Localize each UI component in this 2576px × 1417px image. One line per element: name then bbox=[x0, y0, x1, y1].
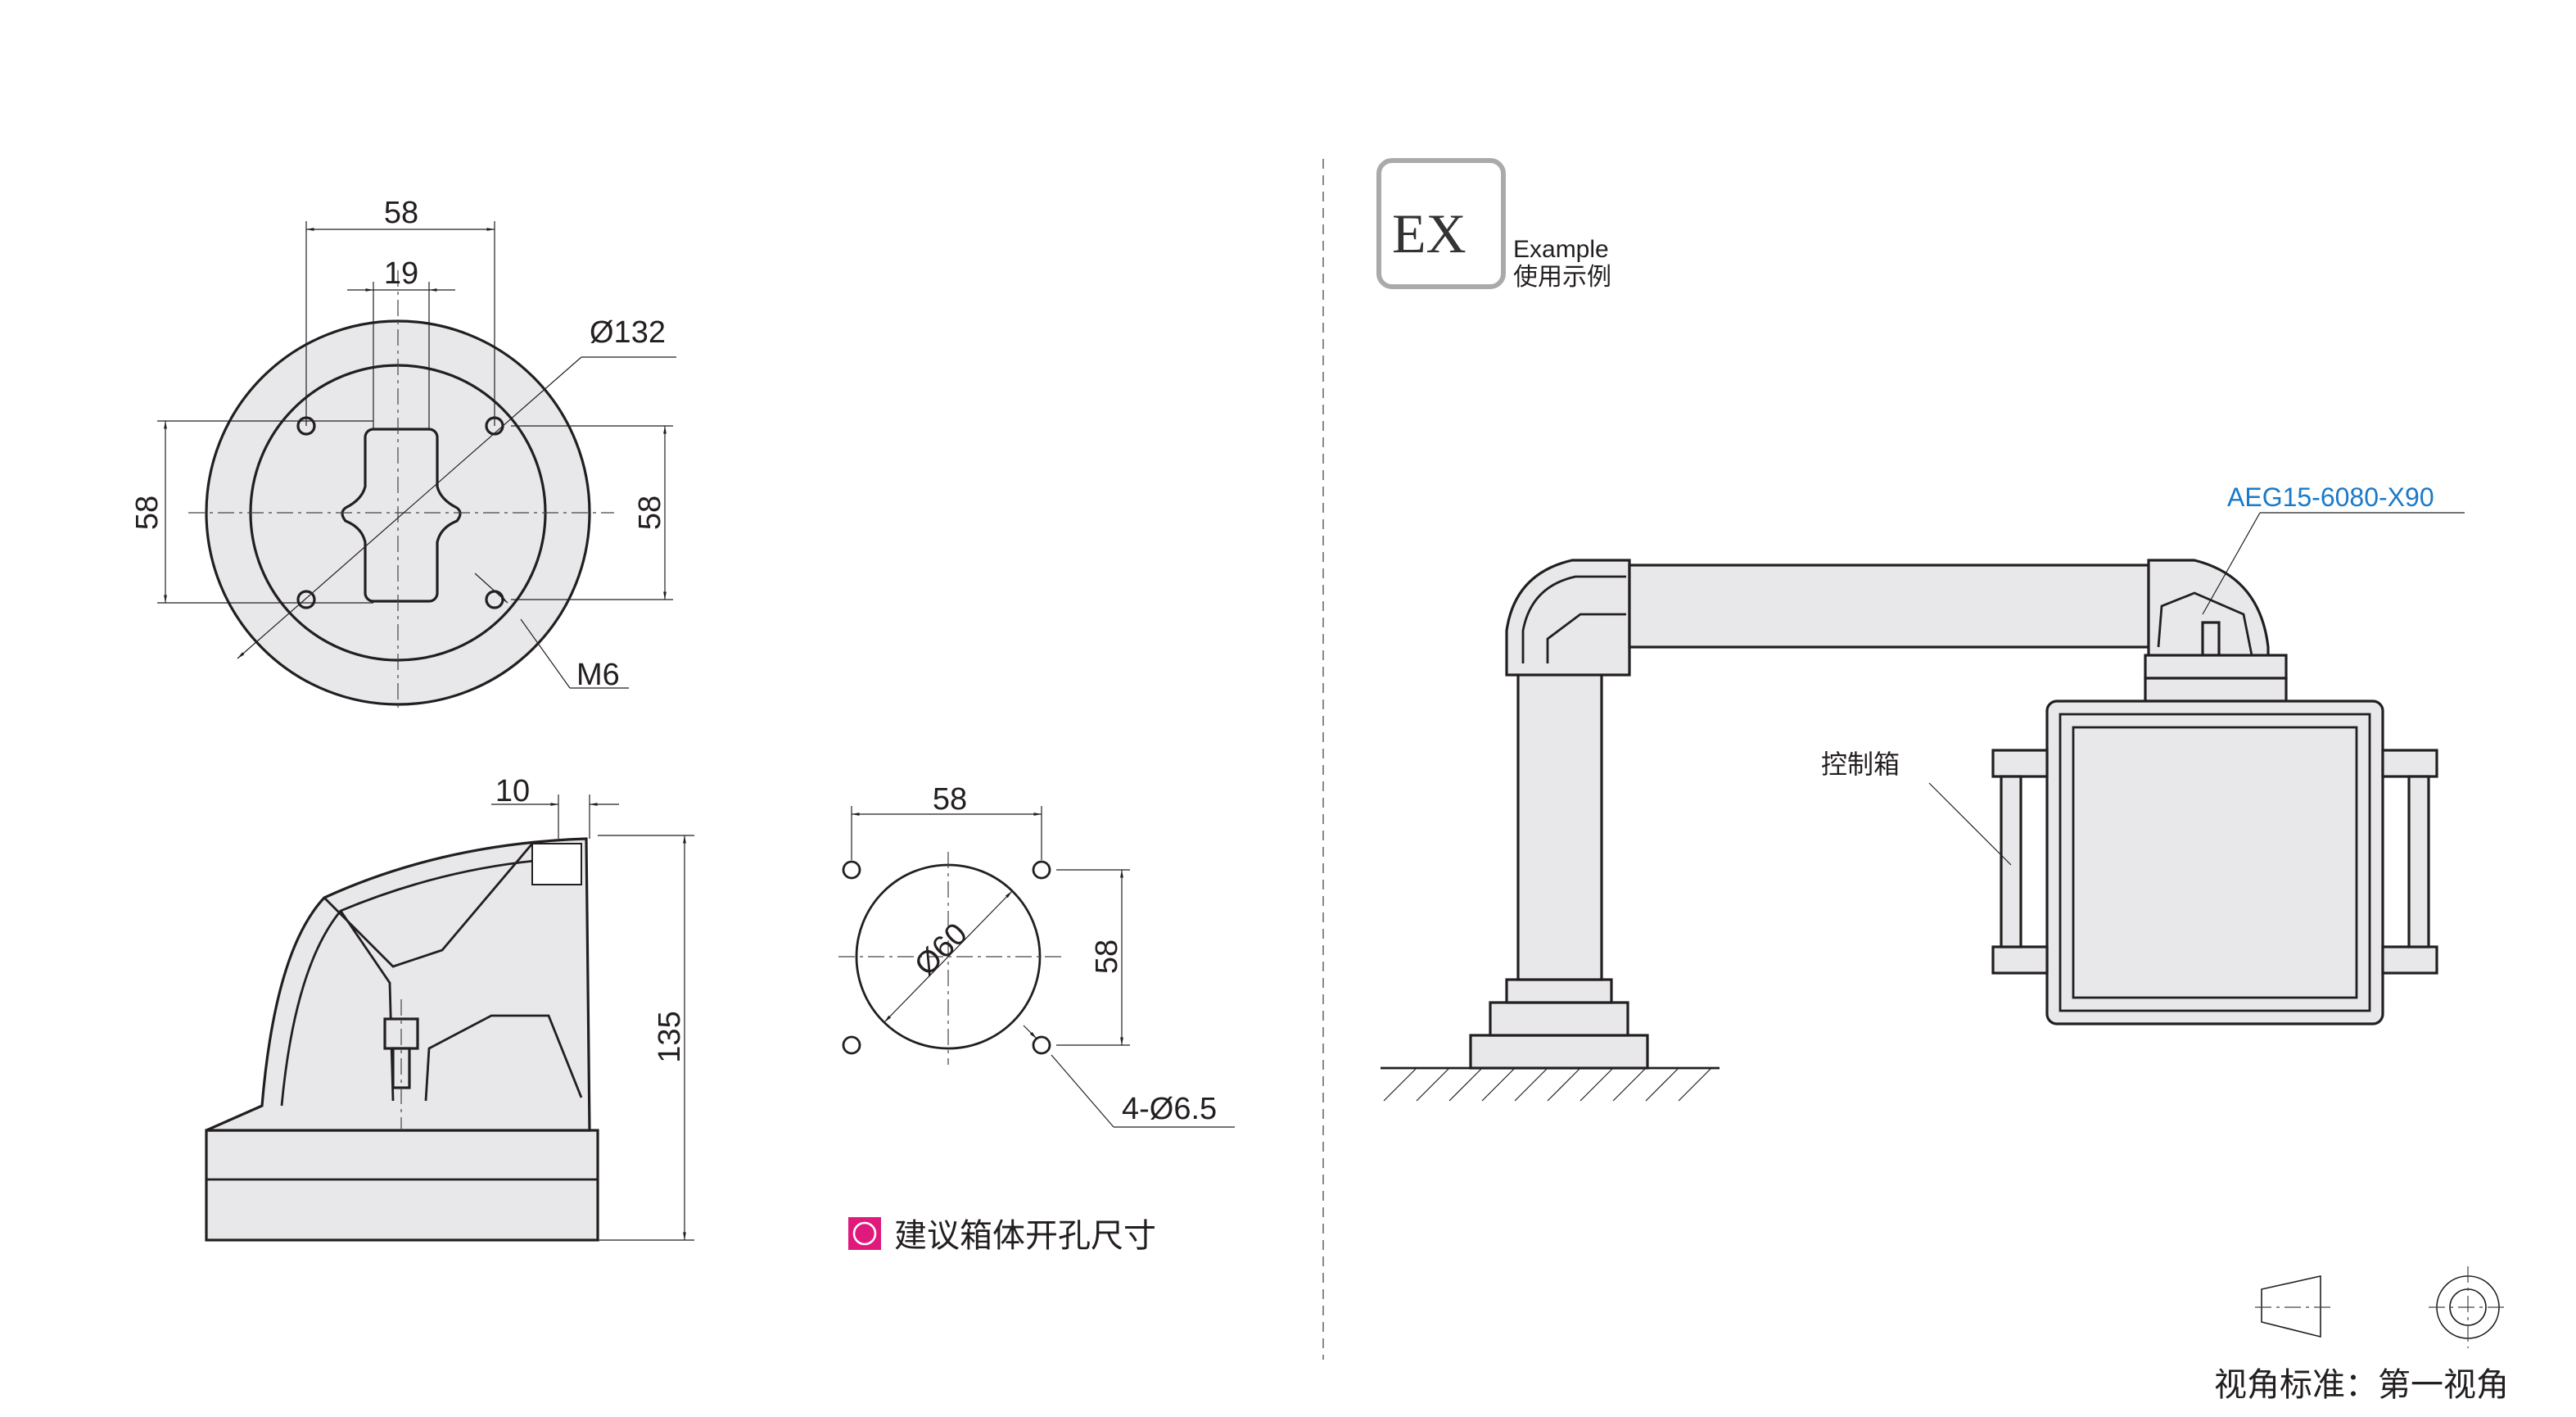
control-box-label: 控制箱 bbox=[1821, 749, 1900, 779]
dim-diameter-60: Ø60 bbox=[908, 917, 974, 982]
legend-text: 建议箱体开孔尺寸 bbox=[894, 1218, 1156, 1254]
projection-label: 视角标准：第一视角 bbox=[2214, 1367, 2509, 1403]
hole-label: 4-Ø6.5 bbox=[1122, 1092, 1217, 1126]
dim-58-right: 58 bbox=[633, 496, 667, 530]
part-number-label: AEG15-6080-X90 bbox=[2227, 482, 2434, 512]
hole-pattern-view: 58 58 Ø60 4-Ø6.5 建议箱体开孔尺寸 bbox=[838, 782, 1235, 1254]
dim-135: 135 bbox=[653, 1011, 687, 1062]
top-view: 58 19 Ø132 58 58 M6 bbox=[130, 196, 676, 713]
dim-58-top: 58 bbox=[384, 196, 418, 230]
dim-19: 19 bbox=[384, 256, 418, 291]
dim-58-left: 58 bbox=[130, 496, 165, 530]
dim-diameter-132: Ø132 bbox=[590, 315, 666, 350]
dim-58-top: 58 bbox=[933, 782, 967, 817]
ex-badge-text: EX bbox=[1392, 202, 1467, 265]
side-view: 10 135 bbox=[205, 774, 694, 1242]
thread-label-m6: M6 bbox=[576, 658, 620, 692]
example-assembly: 控制箱 AEG15-6080-X90 bbox=[1381, 482, 2465, 1102]
projection-symbol: 视角标准：第一视角 bbox=[2214, 1266, 2509, 1403]
dim-58-right: 58 bbox=[1090, 939, 1124, 974]
example-title-cn: 使用示例 bbox=[1513, 264, 1611, 291]
example-badge: EX Example 使用示例 bbox=[1376, 158, 1611, 291]
dim-10: 10 bbox=[495, 774, 530, 808]
example-title-en: Example bbox=[1513, 236, 1609, 263]
